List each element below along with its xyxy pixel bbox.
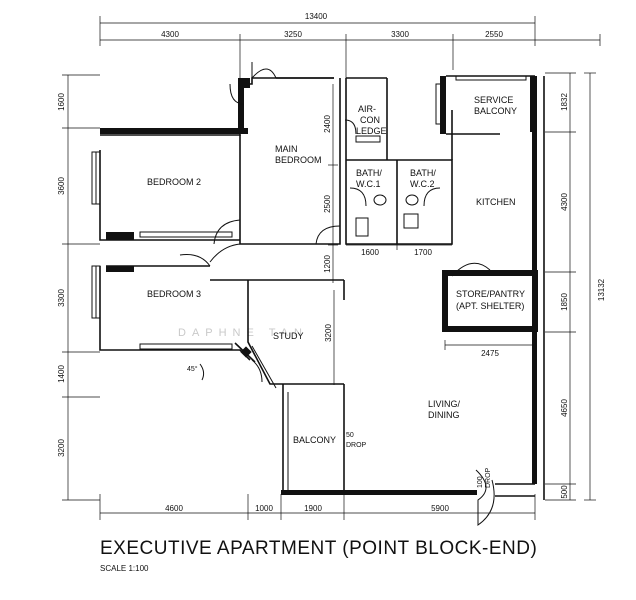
dim-bottom-2: 1000	[255, 504, 273, 513]
doors	[179, 62, 495, 526]
label-store-2: (APT. SHELTER)	[456, 301, 524, 311]
dim-right-5: 500	[560, 485, 569, 499]
dim-top-2: 3250	[284, 30, 302, 39]
dim-top-total: 13400	[305, 12, 328, 21]
angle-label: 45°	[187, 365, 198, 373]
drop-50-label: DROP	[346, 442, 367, 449]
plan-title: EXECUTIVE APARTMENT (POINT BLOCK-END)	[100, 538, 538, 559]
label-aircon-3: LEDGE	[356, 126, 387, 136]
dimension-lines	[62, 16, 601, 520]
drop-100-value: 100	[477, 476, 484, 488]
dim-right-1: 1832	[560, 93, 569, 111]
label-bath2-1: BATH/	[410, 168, 436, 178]
label-bath2-2: W.C.2	[410, 179, 435, 189]
walls	[99, 75, 545, 500]
dim-bottom-1: 4600	[165, 504, 183, 513]
drop-50-value: 50	[346, 432, 354, 439]
label-living-2: DINING	[428, 410, 460, 420]
dim-left-1: 1600	[57, 93, 66, 111]
dim-left-4: 1400	[57, 365, 66, 383]
label-service-balcony-1: SERVICE	[474, 95, 513, 105]
label-balcony: BALCONY	[293, 435, 336, 445]
dim-right-total: 13132	[597, 278, 606, 301]
dim-left-3: 3300	[57, 289, 66, 307]
label-bath1-2: W.C.1	[356, 179, 381, 189]
label-store-1: STORE/PANTRY	[456, 289, 525, 299]
label-bath1-1: BATH/	[356, 168, 382, 178]
dim-1200: 1200	[323, 255, 332, 273]
dim-2475: 2475	[481, 349, 499, 358]
label-aircon-1: AIR-	[358, 104, 376, 114]
label-kitchen: KITCHEN	[476, 197, 516, 207]
dim-2500: 2500	[323, 195, 332, 213]
label-bedroom3: BEDROOM 3	[147, 289, 201, 299]
label-living-1: LIVING/	[428, 399, 461, 409]
label-bedroom2: BEDROOM 2	[147, 177, 201, 187]
dim-right-2: 4300	[560, 193, 569, 211]
dim-1600: 1600	[361, 248, 379, 257]
bathroom-fixtures	[355, 135, 419, 237]
label-main-bedroom-2: BEDROOM	[275, 155, 322, 165]
dim-right-3: 1850	[560, 293, 569, 311]
drop-100-label: DROP	[485, 467, 492, 488]
dim-right-4: 4650	[560, 399, 569, 417]
dim-left-5: 3200	[57, 439, 66, 457]
dim-3200: 3200	[324, 324, 333, 342]
dim-bottom-3: 1900	[304, 504, 322, 513]
windows	[91, 75, 527, 350]
plan-scale: SCALE 1:100	[100, 564, 149, 573]
dim-top-1: 4300	[161, 30, 179, 39]
watermark: DAPHNE TAN	[178, 327, 308, 339]
label-service-balcony-2: BALCONY	[474, 106, 517, 116]
dim-left-2: 3600	[57, 177, 66, 195]
dim-top-4: 2550	[485, 30, 503, 39]
dim-top-3: 3300	[391, 30, 409, 39]
label-main-bedroom-1: MAIN	[275, 144, 298, 154]
room-labels: MAIN BEDROOM AIR- CON LEDGE BATH/ W.C.1 …	[147, 95, 525, 445]
label-aircon-2: CON	[360, 115, 380, 125]
label-study: STUDY	[273, 331, 304, 341]
dim-2400: 2400	[323, 115, 332, 133]
dim-1700: 1700	[414, 248, 432, 257]
annotations: 45° 50 DROP 100 DROP	[187, 363, 492, 488]
dim-bottom-4: 5900	[431, 504, 449, 513]
dimension-labels: 13400 4300 3250 3300 2550 4600 1000 1900…	[57, 12, 606, 513]
